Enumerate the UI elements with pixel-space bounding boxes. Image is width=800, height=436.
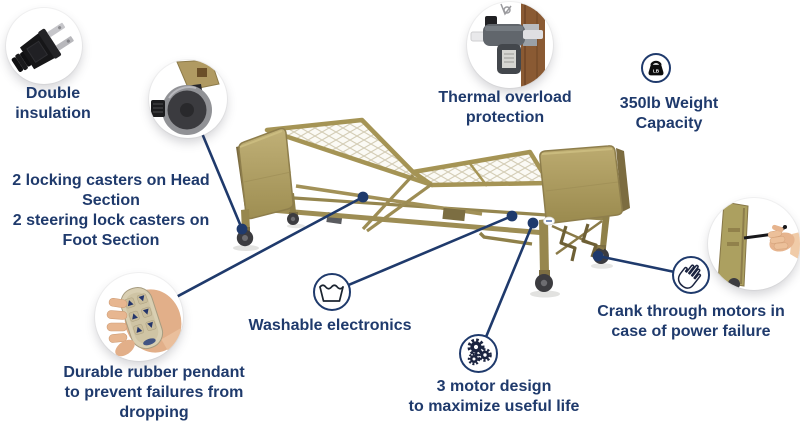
head-deck-mesh [264,117,435,188]
callout-dot [506,210,518,222]
footboard [535,145,630,292]
crank-handle [581,223,598,258]
callout-line-motors [485,221,535,338]
pendant-buttons [124,293,157,336]
plug-photo [6,8,82,84]
locking-caster-photo [149,60,227,138]
motor-photo [467,2,553,88]
callout-line-pendant [176,195,365,298]
foot-deck-mesh [410,149,552,188]
callout-dot [236,223,248,235]
callout-dot [592,250,604,262]
callout-line-washable [348,214,514,286]
crank-handle-photo [708,198,800,290]
three-gears-icon [467,338,492,366]
callout-dots [236,191,604,262]
callout-dot [527,217,539,229]
hand-icon [677,264,702,289]
thermal-overload-label: Thermal overload protection [438,89,572,126]
callout-dot [357,191,369,203]
kettlebell-icon: LB [648,60,664,76]
crank-illustration [717,201,800,290]
plug-illustration [11,22,74,72]
weight-capacity-icon: LB [641,53,671,83]
motor-illustration [470,2,545,88]
gears-icon [459,334,498,373]
gear-icon [478,348,492,362]
weight-capacity-label: 350lb Weight Capacity [619,95,719,132]
callout-line-casters [201,134,244,231]
washable-electronics-label: Washable electronics [248,317,412,334]
washtub-icon [319,284,344,302]
headboard [236,127,294,247]
pendant-photo [95,273,183,361]
washable-icon [313,273,351,311]
crank-through-label: Crank through motors in case of power fa… [597,303,785,340]
svg-text:LB: LB [653,69,660,74]
gear-icon [467,352,481,366]
gear-icon [467,338,485,356]
hand-crank-icon [672,256,710,294]
three-motor-label: 3 motor design to maximize useful life [408,378,580,415]
rubber-pendant-label: Durable rubber pendant to prevent failur… [63,364,245,421]
pendant-illustration [106,287,183,361]
caster-illustration [151,60,220,135]
callout-line-crank [596,254,675,273]
locking-casters-label: 2 locking casters on Head Section 2 stee… [12,172,210,249]
callout-lines [176,134,675,338]
floor-shadows [233,223,613,298]
crank-handle [559,225,577,262]
double-insulation-label: Double insulation [15,85,91,122]
